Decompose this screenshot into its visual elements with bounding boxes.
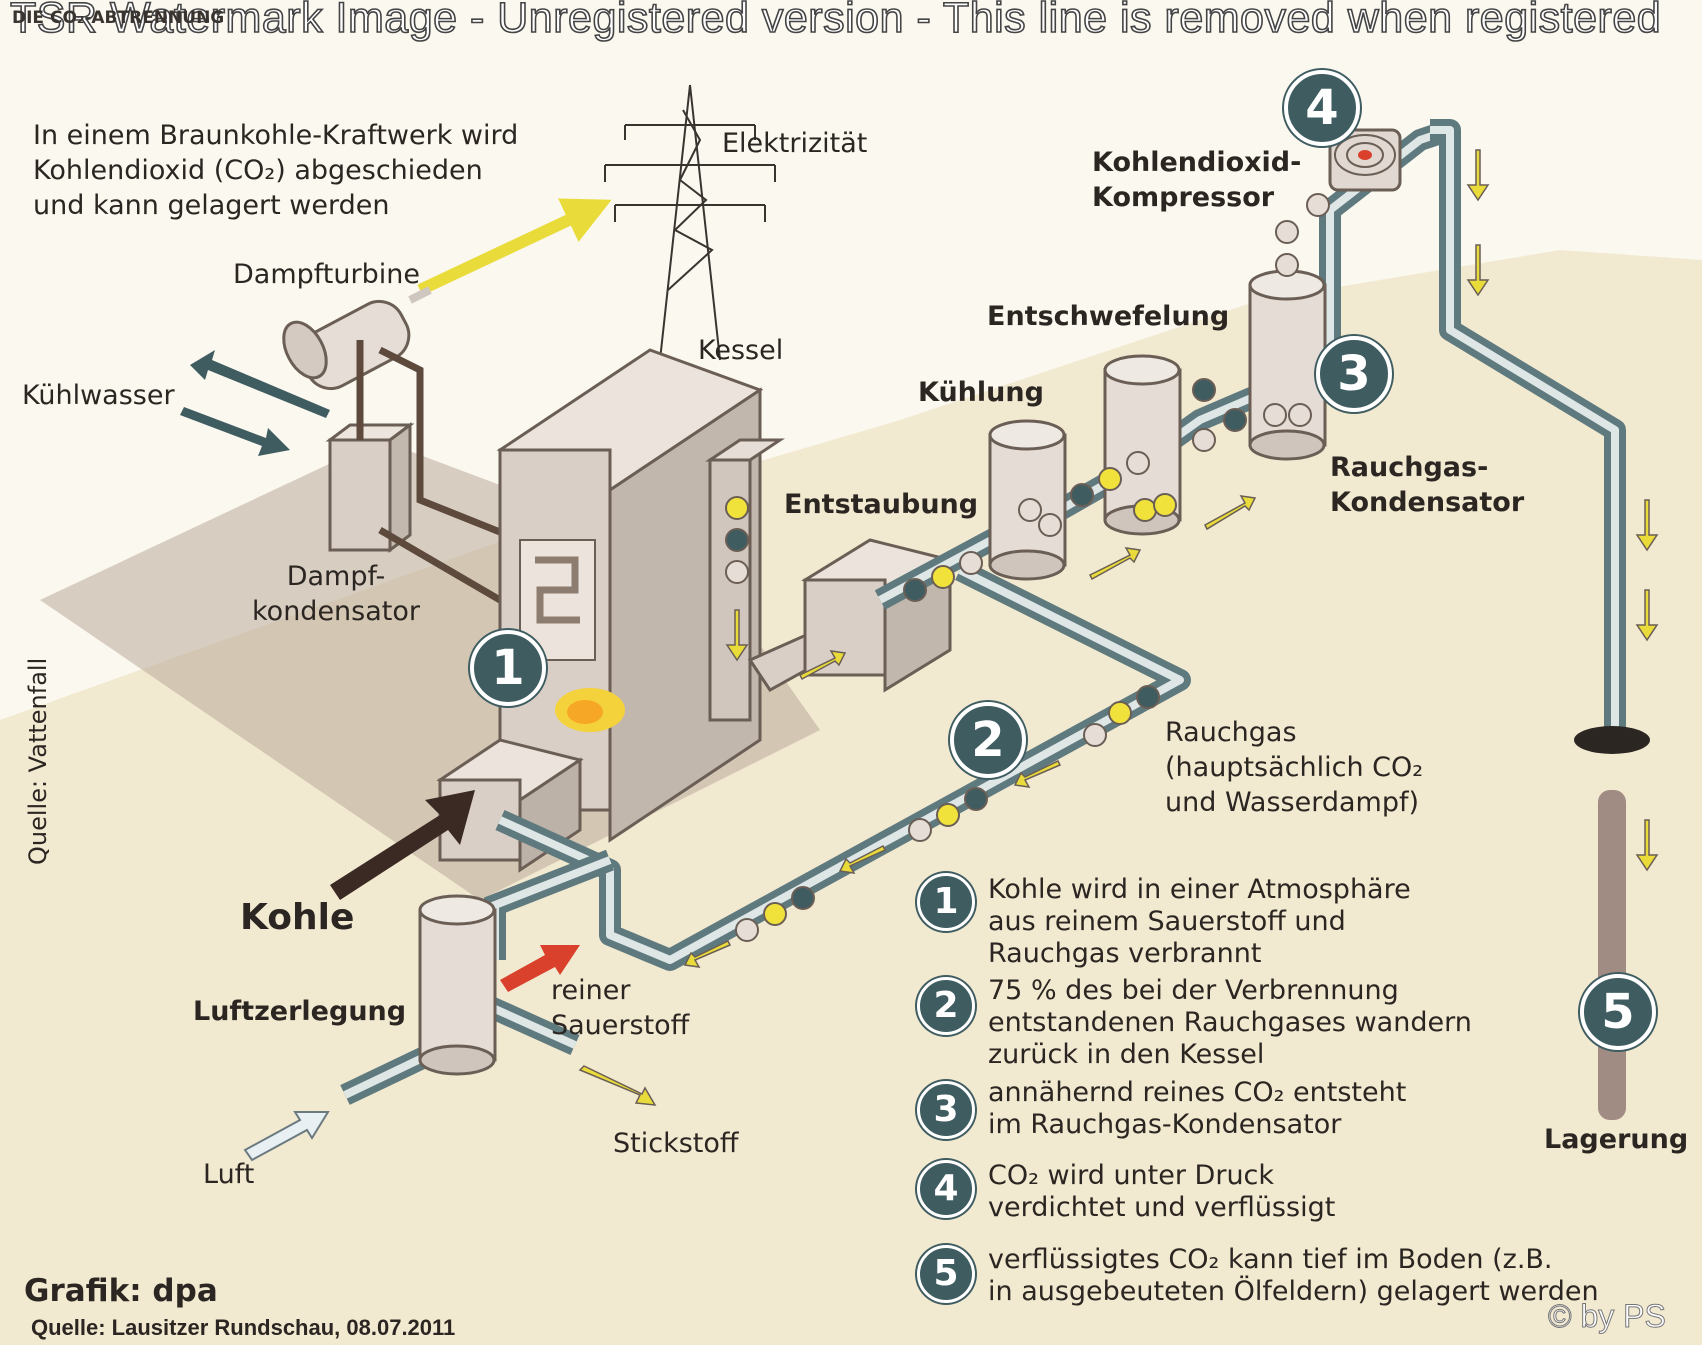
label-kompressor: Kohlendioxid- Kompressor — [1092, 147, 1302, 213]
badge-2: 2 — [950, 702, 1026, 778]
legend-badge-5: 5 — [917, 1245, 975, 1303]
coal-feeder — [436, 738, 584, 873]
label-kohle: Kohle — [240, 897, 355, 938]
legend-text-2: 75 % des bei der Verbrennung entstandene… — [988, 975, 1472, 1070]
dust-filter-box — [801, 538, 954, 693]
label-entstaubung: Entstaubung — [784, 489, 979, 520]
power-pylon-icon — [604, 84, 776, 361]
badge-4: 4 — [1284, 70, 1360, 146]
legend-text-4: CO₂ wird unter Druck verdichtet und verf… — [988, 1160, 1336, 1223]
label-luftzerlegung: Luftzerlegung — [193, 996, 407, 1027]
legend-badge-1: 1 — [917, 873, 975, 931]
gas-particles — [725, 193, 1330, 942]
legend-badge-4: 4 — [917, 1160, 975, 1218]
co2-compressor — [1328, 128, 1402, 192]
label-kuehlwasser: Kühlwasser — [22, 380, 175, 411]
label-kuehlung: Kühlung — [918, 377, 1044, 408]
legend-text-1: Kohle wird in einer Atmosphäre aus reine… — [988, 874, 1411, 969]
label-rauchgas: Rauchgas (hauptsächlich CO₂ und Wasserda… — [1165, 717, 1424, 818]
turbine-output-arrow — [417, 198, 612, 296]
label-elektrizitaet: Elektrizität — [722, 128, 868, 159]
steam-turbine — [282, 300, 411, 390]
label-rauchgas-kondensator: Rauchgas- Kondensator — [1330, 452, 1525, 518]
label-dampfkondensator: Dampf- kondensator — [252, 561, 420, 627]
legend-text-3: annähernd reines CO₂ entsteht im Rauchga… — [988, 1077, 1407, 1140]
flow-arrows-icon — [578, 149, 1659, 1106]
source-vattenfall: Quelle: Vattenfall — [24, 657, 52, 865]
turbine-shaft — [408, 286, 432, 304]
steam-pipes — [356, 340, 522, 604]
credit-grafik: Grafik: dpa — [24, 1273, 218, 1309]
badge-3: 3 — [1316, 336, 1392, 412]
air-inlet-arrow-icon — [243, 1111, 330, 1162]
copyright-text: © by PS — [1548, 1298, 1667, 1335]
badge-1: 1 — [470, 630, 546, 706]
label-lagerung: Lagerung — [1544, 1124, 1689, 1155]
intro-text: In einem Braunkohle-Kraftwerk wird Kohle… — [33, 120, 519, 221]
flue-gas-condenser-vessel — [1248, 269, 1327, 461]
coal-arrow-icon — [330, 790, 475, 900]
ground-plane — [0, 250, 1702, 1345]
storage-column — [1598, 790, 1626, 1120]
storage-well-opening — [1574, 726, 1650, 754]
steam-condenser — [325, 422, 415, 553]
watermark-text: TSR Watermark Image - Unregistered versi… — [9, 0, 1662, 43]
oxygen-arrow-icon — [500, 945, 580, 992]
label-entschwefelung: Entschwefelung — [987, 301, 1230, 332]
badge-5: 5 — [1580, 974, 1656, 1050]
label-reiner-sauerstoff: reiner Sauerstoff — [551, 975, 690, 1041]
label-kessel: Kessel — [698, 335, 784, 366]
legend-text-5: verflüssigtes CO₂ kann tief im Boden (z.… — [988, 1244, 1599, 1307]
credit-quelle: Quelle: Lausitzer Rundschau, 08.07.2011 — [31, 1315, 456, 1340]
legend-badge-2: 2 — [917, 977, 975, 1035]
air-separation-vessel — [418, 894, 497, 1076]
cooling-water-arrows-icon — [180, 350, 330, 456]
label-stickstoff: Stickstoff — [613, 1128, 739, 1159]
label-luft: Luft — [203, 1159, 255, 1190]
corner-title: DIE CO₂-ABTRENNUNG — [12, 8, 225, 28]
label-dampfturbine: Dampfturbine — [233, 259, 420, 290]
legend-badge-3: 3 — [917, 1081, 975, 1139]
